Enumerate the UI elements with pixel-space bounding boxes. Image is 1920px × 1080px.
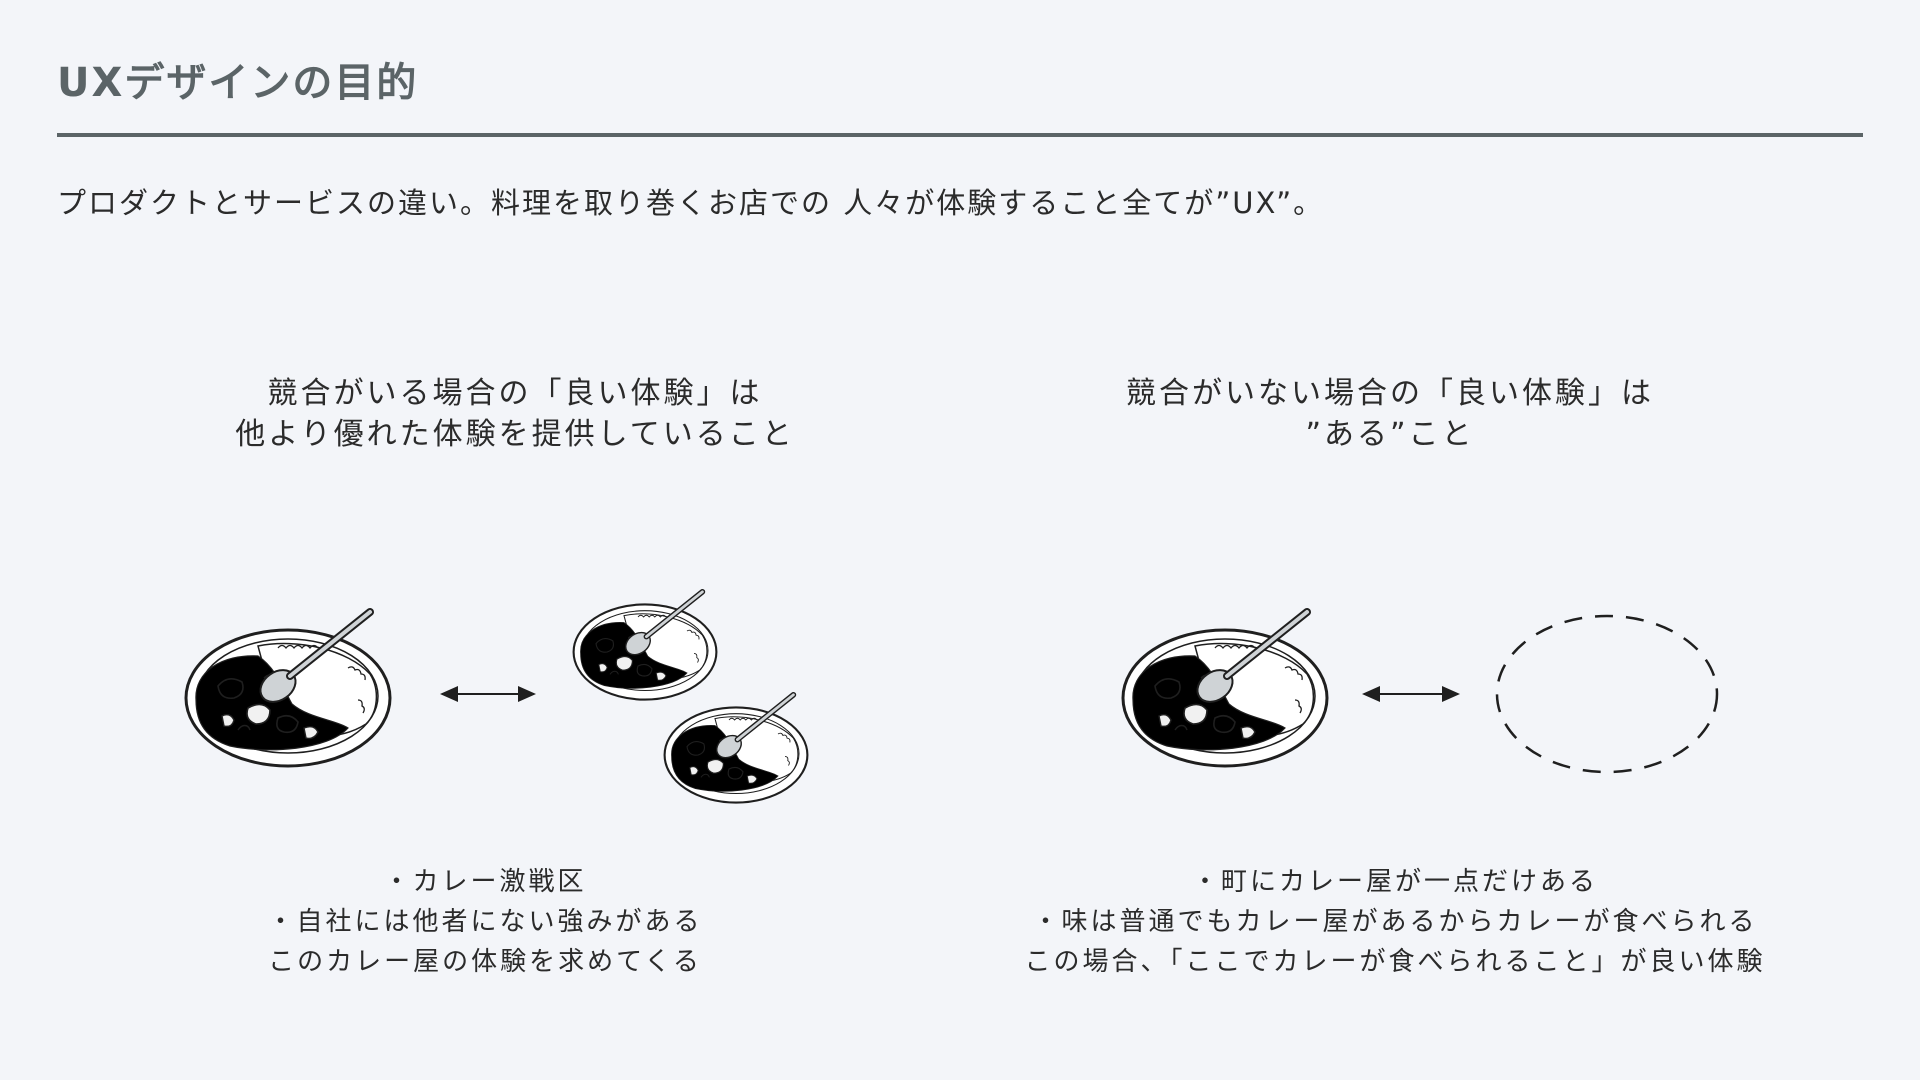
right-bullets: ・町にカレー屋が一点だけある ・味は普通でもカレー屋があるからカレーが食べられる… <box>950 862 1840 982</box>
left-bullet-2: ・自社には他者にない強みがある <box>267 907 703 937</box>
brown-curry-icon-right <box>1123 612 1327 766</box>
left-heading-line-1: 競合がいる場合の「良い体験」は <box>267 376 763 411</box>
left-bullet-3: このカレー屋の体験を求めてくる <box>268 947 702 977</box>
left-bullet-1: ・カレー激戦区 <box>383 867 587 897</box>
right-heading: 競合がいない場合の「良い体験」は ”ある”こと <box>1030 373 1750 455</box>
title-divider <box>57 133 1863 137</box>
right-heading-line-2: ”ある”こと <box>1305 417 1475 452</box>
left-heading-line-2: 他より優れた体験を提供していること <box>235 417 795 452</box>
dashed-ellipse-icon <box>1495 614 1719 774</box>
left-heading: 競合がいる場合の「良い体験」は 他より優れた体験を提供していること <box>150 373 880 455</box>
left-bullets: ・カレー激戦区 ・自社には他者にない強みがある このカレー屋の体験を求めてくる <box>130 862 840 982</box>
brown-curry-icon <box>186 612 390 766</box>
right-bullet-1: ・町にカレー屋が一点だけある <box>1191 867 1598 897</box>
page-title: UXデザインの目的 <box>57 60 419 106</box>
right-heading-line-1: 競合がいない場合の「良い体験」は <box>1126 376 1654 411</box>
red-curry-icon <box>665 695 808 803</box>
page-subtitle: プロダクトとサービスの違い。料理を取り巻くお店での 人々が体験すること全てが”U… <box>57 186 1325 220</box>
right-bullet-3: この場合、「ここでカレーが食べられること」が良い体験 <box>1024 947 1766 977</box>
green-curry-icon <box>574 592 717 700</box>
right-bullet-2: ・味は普通でもカレー屋があるからカレーが食べられる <box>1032 907 1758 937</box>
